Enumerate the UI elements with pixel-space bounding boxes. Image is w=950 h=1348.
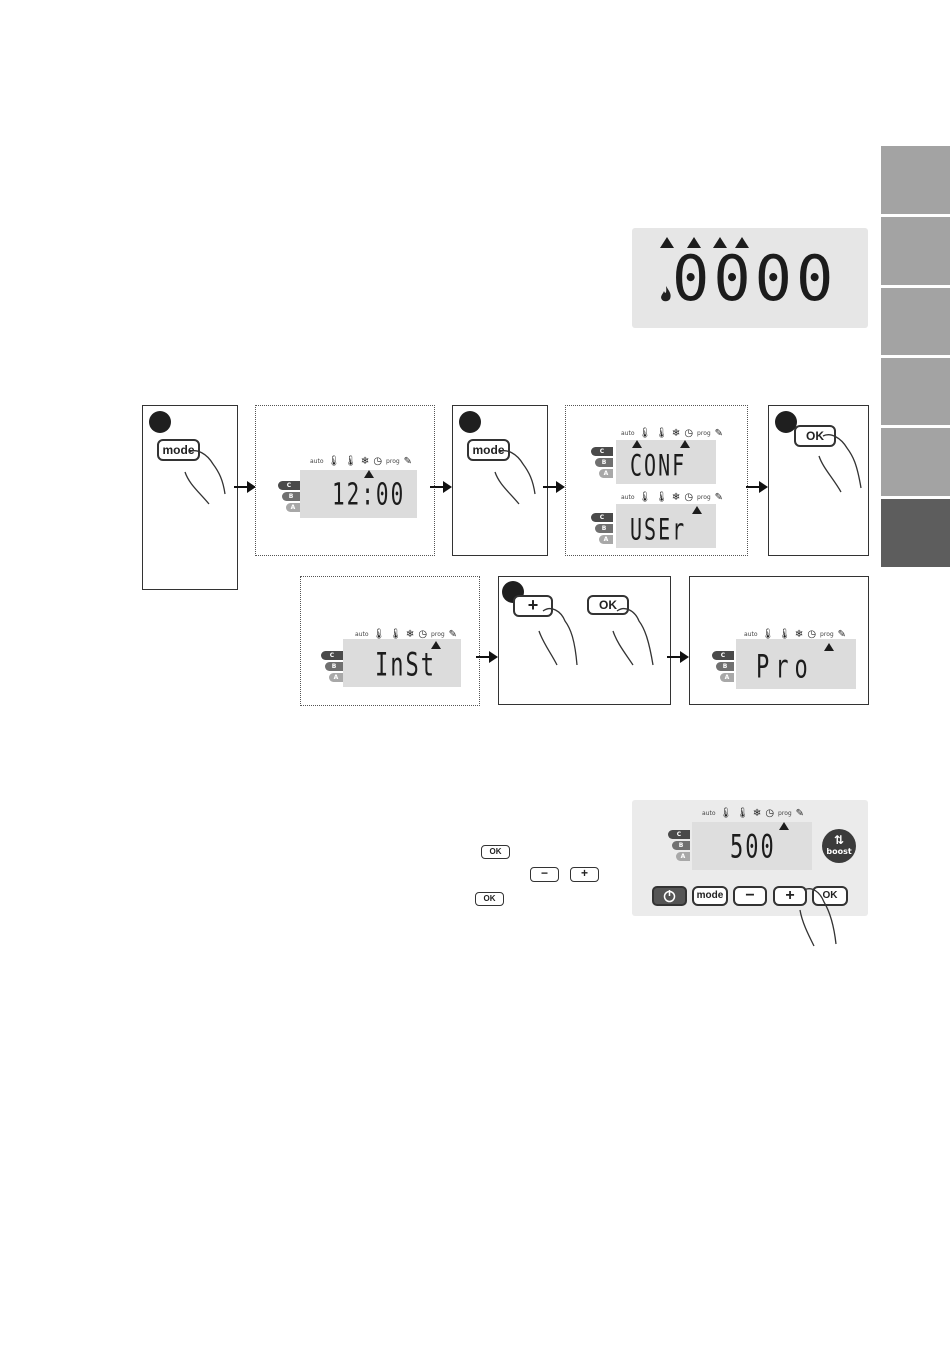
chapter-tab-2[interactable] [881, 217, 950, 285]
flow-arrow [234, 486, 254, 488]
inst-readout: InSt [375, 651, 436, 683]
flow-arrow [746, 486, 766, 488]
chapter-tab-3[interactable] [881, 288, 950, 355]
chapter-tab-1[interactable] [881, 146, 950, 214]
mode-icon-row: auto🌡🌡❄◷prog✎ [702, 808, 804, 819]
thermometer-high-icon: 🌡 [655, 492, 668, 503]
chapter-tab-6-active[interactable] [881, 499, 950, 567]
counter-digits: 0000 [672, 248, 837, 310]
pressing-hand-icon [493, 448, 543, 508]
clock-icon: ◷ [373, 456, 382, 467]
pen-icon: ✎ [404, 456, 412, 467]
chapter-tab-5[interactable] [881, 428, 950, 496]
step-5-box: OK [768, 405, 869, 556]
boost-label: boost [822, 847, 856, 856]
step-1-box: mode [142, 405, 238, 590]
ok-key-icon: OK [481, 845, 510, 859]
thermometer-high-icon: 🌡 [655, 428, 668, 439]
mode-icon-row: auto🌡🌡❄◷prog✎ [621, 428, 723, 439]
thermometer-low-icon: 🌡 [639, 428, 652, 439]
boost-button[interactable]: ⇅ boost [822, 829, 856, 863]
mode-button[interactable]: mode [692, 886, 728, 906]
flow-arrow [476, 656, 496, 658]
boost-icon: ⇅ [822, 833, 856, 847]
selection-marker [692, 506, 702, 514]
chapter-tab-4[interactable] [881, 358, 950, 425]
step-7-box: + OK [498, 576, 671, 705]
ok-key-icon: OK [475, 892, 504, 906]
pen-icon: ✎ [715, 492, 723, 503]
thermometer-high-icon: 🌡 [344, 456, 357, 467]
user-readout: USEr [630, 515, 686, 544]
thermometer-low-icon: 🌡 [639, 492, 652, 503]
conf-readout: CONF [630, 451, 686, 480]
selection-marker [779, 822, 789, 830]
flame-icon [660, 286, 672, 302]
mode-icon-row: auto🌡🌡❄◷prog✎ [621, 492, 723, 503]
step-marker [459, 411, 481, 433]
snowflake-icon: ❄ [672, 428, 680, 439]
counter-lcd: 0000 [632, 228, 868, 328]
thermometer-low-icon: 🌡 [720, 808, 733, 819]
power-button[interactable] [652, 886, 687, 906]
pro-readout: Pro [756, 653, 814, 685]
step-marker [149, 411, 171, 433]
step-3-box: mode [452, 405, 548, 556]
snowflake-icon: ❄ [753, 808, 761, 819]
pressing-hand-icon [183, 448, 233, 508]
thermometer-high-icon: 🌡 [736, 808, 749, 819]
selection-marker [632, 440, 642, 448]
clock-icon: ◷ [765, 808, 774, 819]
minus-key-icon: − [530, 867, 559, 882]
snowflake-icon: ❄ [361, 456, 369, 467]
power-icon [654, 888, 685, 904]
step-8-box: auto🌡🌡❄◷prog✎ Pro CBA [689, 576, 869, 705]
clock-readout: 12:00 [332, 480, 405, 510]
pen-icon: ✎ [715, 428, 723, 439]
plus-key-icon: + [570, 867, 599, 882]
temperature-readout: 500 [730, 833, 776, 865]
selection-marker [680, 440, 690, 448]
pressing-hand-icon [798, 886, 846, 948]
flow-arrow [430, 486, 450, 488]
minus-button[interactable]: − [733, 886, 767, 906]
pen-icon: ✎ [796, 808, 804, 819]
mode-icon-row: auto🌡🌡❄◷prog✎ [310, 456, 412, 467]
thermometer-low-icon: 🌡 [328, 456, 341, 467]
pressing-hand-icon [537, 605, 587, 667]
flow-arrow [667, 656, 687, 658]
snowflake-icon: ❄ [672, 492, 680, 503]
clock-icon: ◷ [684, 428, 693, 439]
flow-arrow [543, 486, 563, 488]
selection-marker [824, 643, 834, 651]
pressing-hand-icon [817, 432, 867, 494]
pressing-hand-icon [611, 605, 661, 667]
clock-icon: ◷ [684, 492, 693, 503]
